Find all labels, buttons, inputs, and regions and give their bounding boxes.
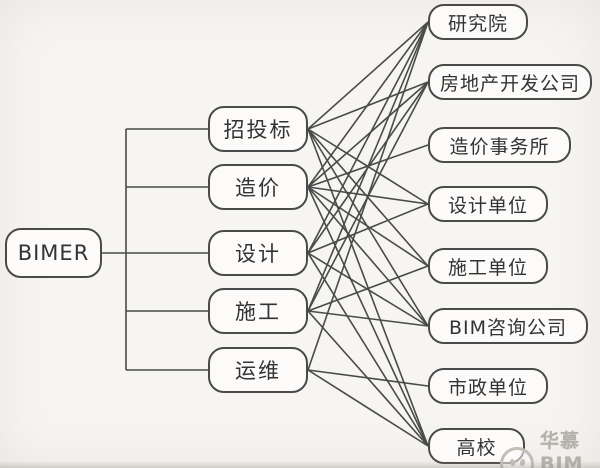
- node-shejidanwei: 设计单位: [428, 186, 548, 222]
- edge-line-shigong-shigongdanwei: [307, 265, 429, 312]
- node-shigong: 施工: [208, 288, 308, 334]
- edge-line-sheji-bimzixun: [307, 252, 429, 327]
- edge-line-zaojia-fangdichan: [307, 81, 429, 188]
- node-shizheng: 市政单位: [428, 368, 548, 404]
- edge-line-zhaobiao-yanjiuyuan: [307, 21, 429, 130]
- edge-line-zaojia-yanjiuyuan: [307, 21, 429, 188]
- watermark-logo-icon: [500, 447, 534, 468]
- node-label-fangdichan: 房地产开发公司: [439, 72, 580, 95]
- edge-line-zaojia-bimzixun: [307, 186, 429, 327]
- edge-line-yunwei-gaoxiao: [307, 369, 429, 447]
- edge-line-yunwei-yanjiuyuan: [307, 21, 429, 371]
- edge-line-shigong-yanjiuyuan: [307, 21, 429, 312]
- watermark-text: 华慕BIM网: [540, 430, 582, 468]
- node-label-shigongdanwei: 施工单位: [447, 256, 528, 279]
- node-label-bimzixun: BIM咨询公司: [448, 316, 568, 339]
- watermark: 华慕BIM网: [500, 426, 600, 468]
- node-label-shizheng: 市政单位: [447, 376, 528, 399]
- node-bimer: BIMER: [5, 228, 102, 278]
- node-zhaobiao: 招投标: [208, 106, 308, 152]
- node-yunwei: 运维: [208, 347, 308, 393]
- edge-line-yunwei-shizheng: [307, 369, 429, 387]
- edge-line-zaojia-shigongdanwei: [307, 186, 429, 267]
- edge-line-sheji-yanjiuyuan: [307, 21, 429, 254]
- node-label-yunwei: 运维: [235, 359, 281, 383]
- node-label-gaoxiao: 高校: [456, 436, 497, 459]
- node-sheji: 设计: [208, 230, 308, 276]
- edge-line-zaojia-gaoxiao: [307, 186, 429, 447]
- node-label-yanjiuyuan: 研究院: [447, 12, 508, 35]
- node-fangdichan: 房地产开发公司: [428, 64, 592, 100]
- edge-line-sheji-gaoxiao: [307, 252, 429, 447]
- node-label-shejidanwei: 设计单位: [447, 194, 528, 217]
- node-zaojia: 造价: [208, 164, 308, 210]
- photo-bottom-edge: [0, 461, 600, 468]
- node-zaojiashiwusuo: 造价事务所: [428, 127, 571, 163]
- node-label-bimer: BIMER: [17, 241, 90, 265]
- edge-line-zhaobiao-bimzixun: [307, 128, 429, 327]
- node-label-shigong: 施工: [235, 300, 281, 324]
- node-label-zaojiashiwusuo: 造价事务所: [449, 135, 550, 158]
- node-label-zaojia: 造价: [235, 176, 281, 200]
- node-label-zhaobiao: 招投标: [223, 118, 293, 142]
- edge-line-sheji-shejidanwei: [307, 203, 429, 254]
- node-yanjiuyuan: 研究院: [428, 4, 528, 40]
- node-shigongdanwei: 施工单位: [428, 248, 548, 284]
- node-bimzixun: BIM咨询公司: [428, 308, 588, 344]
- node-label-sheji: 设计: [235, 242, 281, 266]
- edge-line-zhaobiao-gaoxiao: [307, 128, 429, 447]
